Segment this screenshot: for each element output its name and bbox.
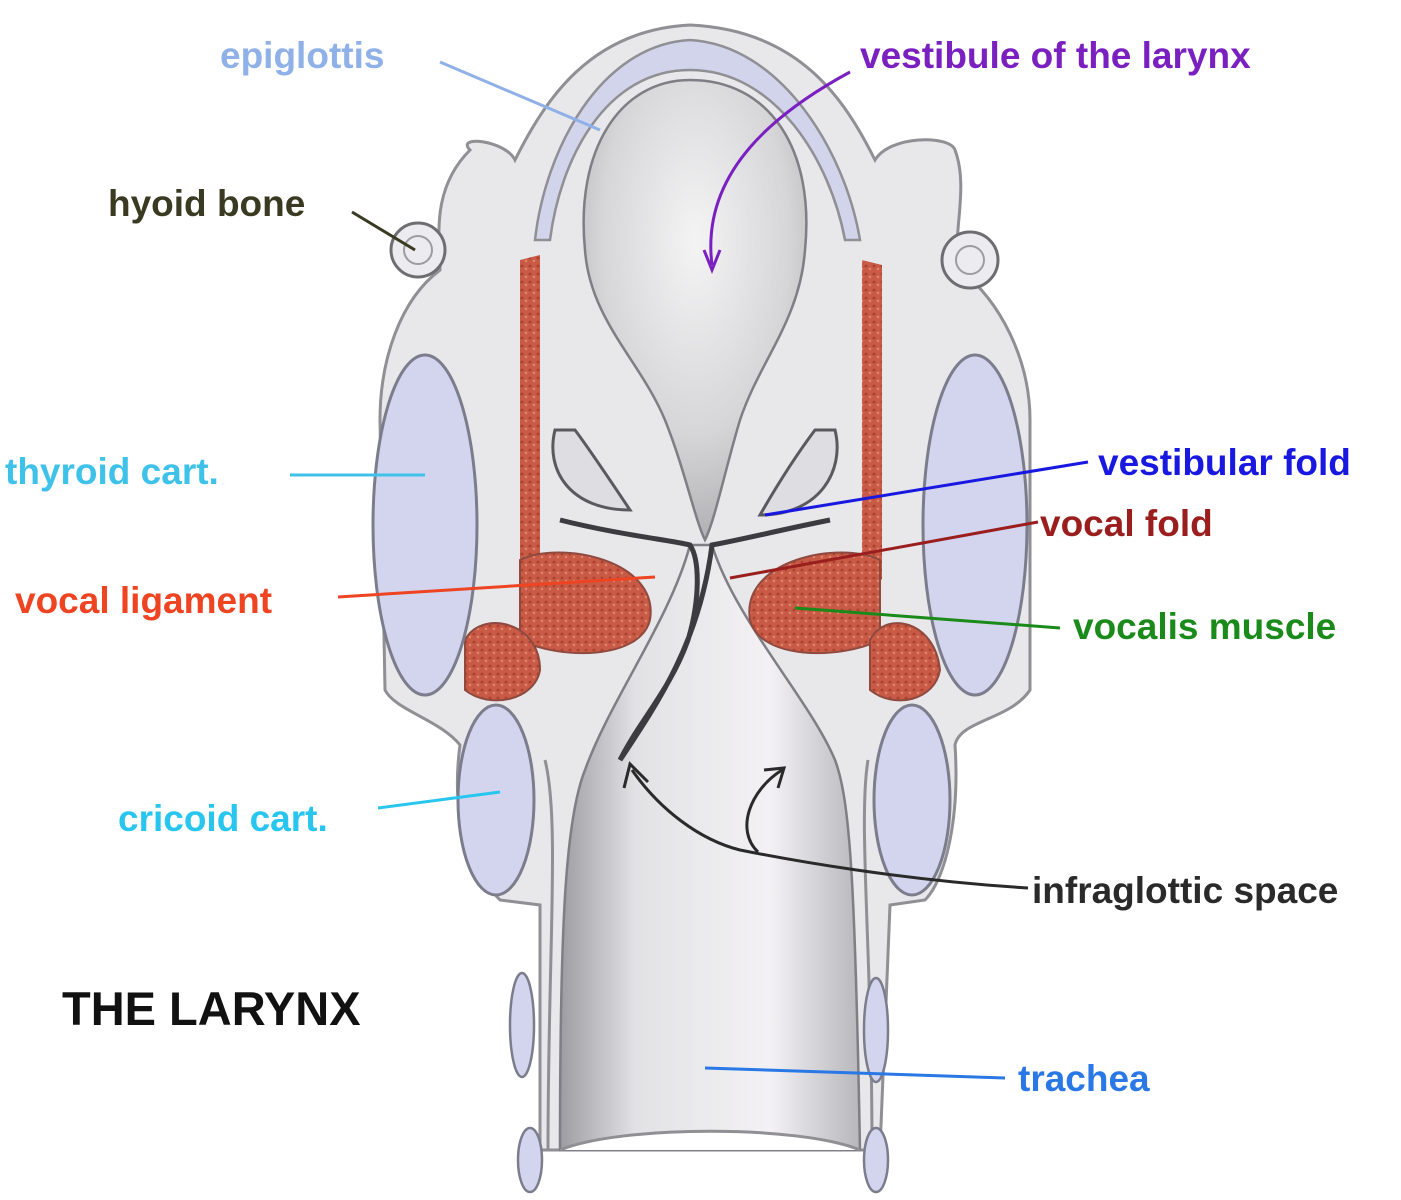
tracheal-ring-left-1 <box>508 971 536 1079</box>
leader-vocalis <box>794 606 1061 630</box>
leader-hyoid <box>351 210 416 252</box>
label-thyroid-cartilage: thyroid cart. <box>5 451 219 492</box>
label-cricoid-cartilage: cricoid cart. <box>118 798 328 839</box>
infraglottic-arrowhead-right <box>763 766 787 789</box>
glottis <box>559 517 831 762</box>
vocalis-left <box>519 551 652 655</box>
leader-vocal-ligament <box>337 575 656 599</box>
cricoid-right <box>872 703 952 897</box>
label-vocal-ligament: vocal ligament <box>15 580 273 621</box>
hyoid-right <box>940 230 1000 290</box>
muscle-right-upper <box>862 260 882 580</box>
muscle-left-upper <box>520 255 540 580</box>
muscle-left-lower <box>464 622 542 702</box>
label-vestibule: vestibule of the larynx <box>860 35 1251 76</box>
leader-epiglottis <box>439 60 601 132</box>
diagram-title: THE LARYNX <box>62 982 361 1035</box>
leader-vestibule <box>709 70 851 266</box>
vestibule-arrowhead <box>702 249 722 275</box>
leader-vocal-fold <box>729 520 1039 580</box>
vestibular-fold-left <box>551 428 633 512</box>
hyoid-left <box>389 221 447 279</box>
label-vestibular-fold: vestibular fold <box>1098 442 1351 483</box>
tracheal-ring-right-2 <box>862 1126 890 1194</box>
leader-cricoid <box>377 790 501 810</box>
tracheal-ring-right-1 <box>862 976 890 1084</box>
leader-vestibular-fold <box>764 460 1089 517</box>
label-vocal-fold: vocal fold <box>1040 503 1213 544</box>
vestibular-fold-right <box>757 428 839 517</box>
infraglottic-arrowhead-left <box>622 761 650 789</box>
thyroid-left <box>371 353 479 697</box>
label-hyoid-bone: hyoid bone <box>108 183 306 224</box>
label-epiglottis: epiglottis <box>220 35 385 76</box>
epiglottis-shape <box>533 38 862 242</box>
vocalis-right <box>748 551 881 655</box>
cricoid-left <box>456 703 536 897</box>
tracheal-wall-left <box>543 759 555 1151</box>
muscle-right-lower <box>869 622 942 702</box>
vestibule-lumen <box>582 78 808 543</box>
hyoid-right-inner <box>955 245 985 275</box>
trachea-opening <box>559 1129 861 1152</box>
hyoid-left-inner <box>403 235 433 265</box>
label-vocalis-muscle: vocalis muscle <box>1073 606 1337 647</box>
label-infraglottic-space: infraglottic space <box>1032 870 1339 911</box>
leader-trachea <box>704 1066 1006 1080</box>
label-trachea: trachea <box>1018 1058 1150 1099</box>
thyroid-right <box>921 353 1029 697</box>
tracheal-ring-left-2 <box>516 1126 544 1194</box>
leader-infraglottic <box>630 769 1029 890</box>
leader-infraglottic-branch <box>745 768 783 854</box>
